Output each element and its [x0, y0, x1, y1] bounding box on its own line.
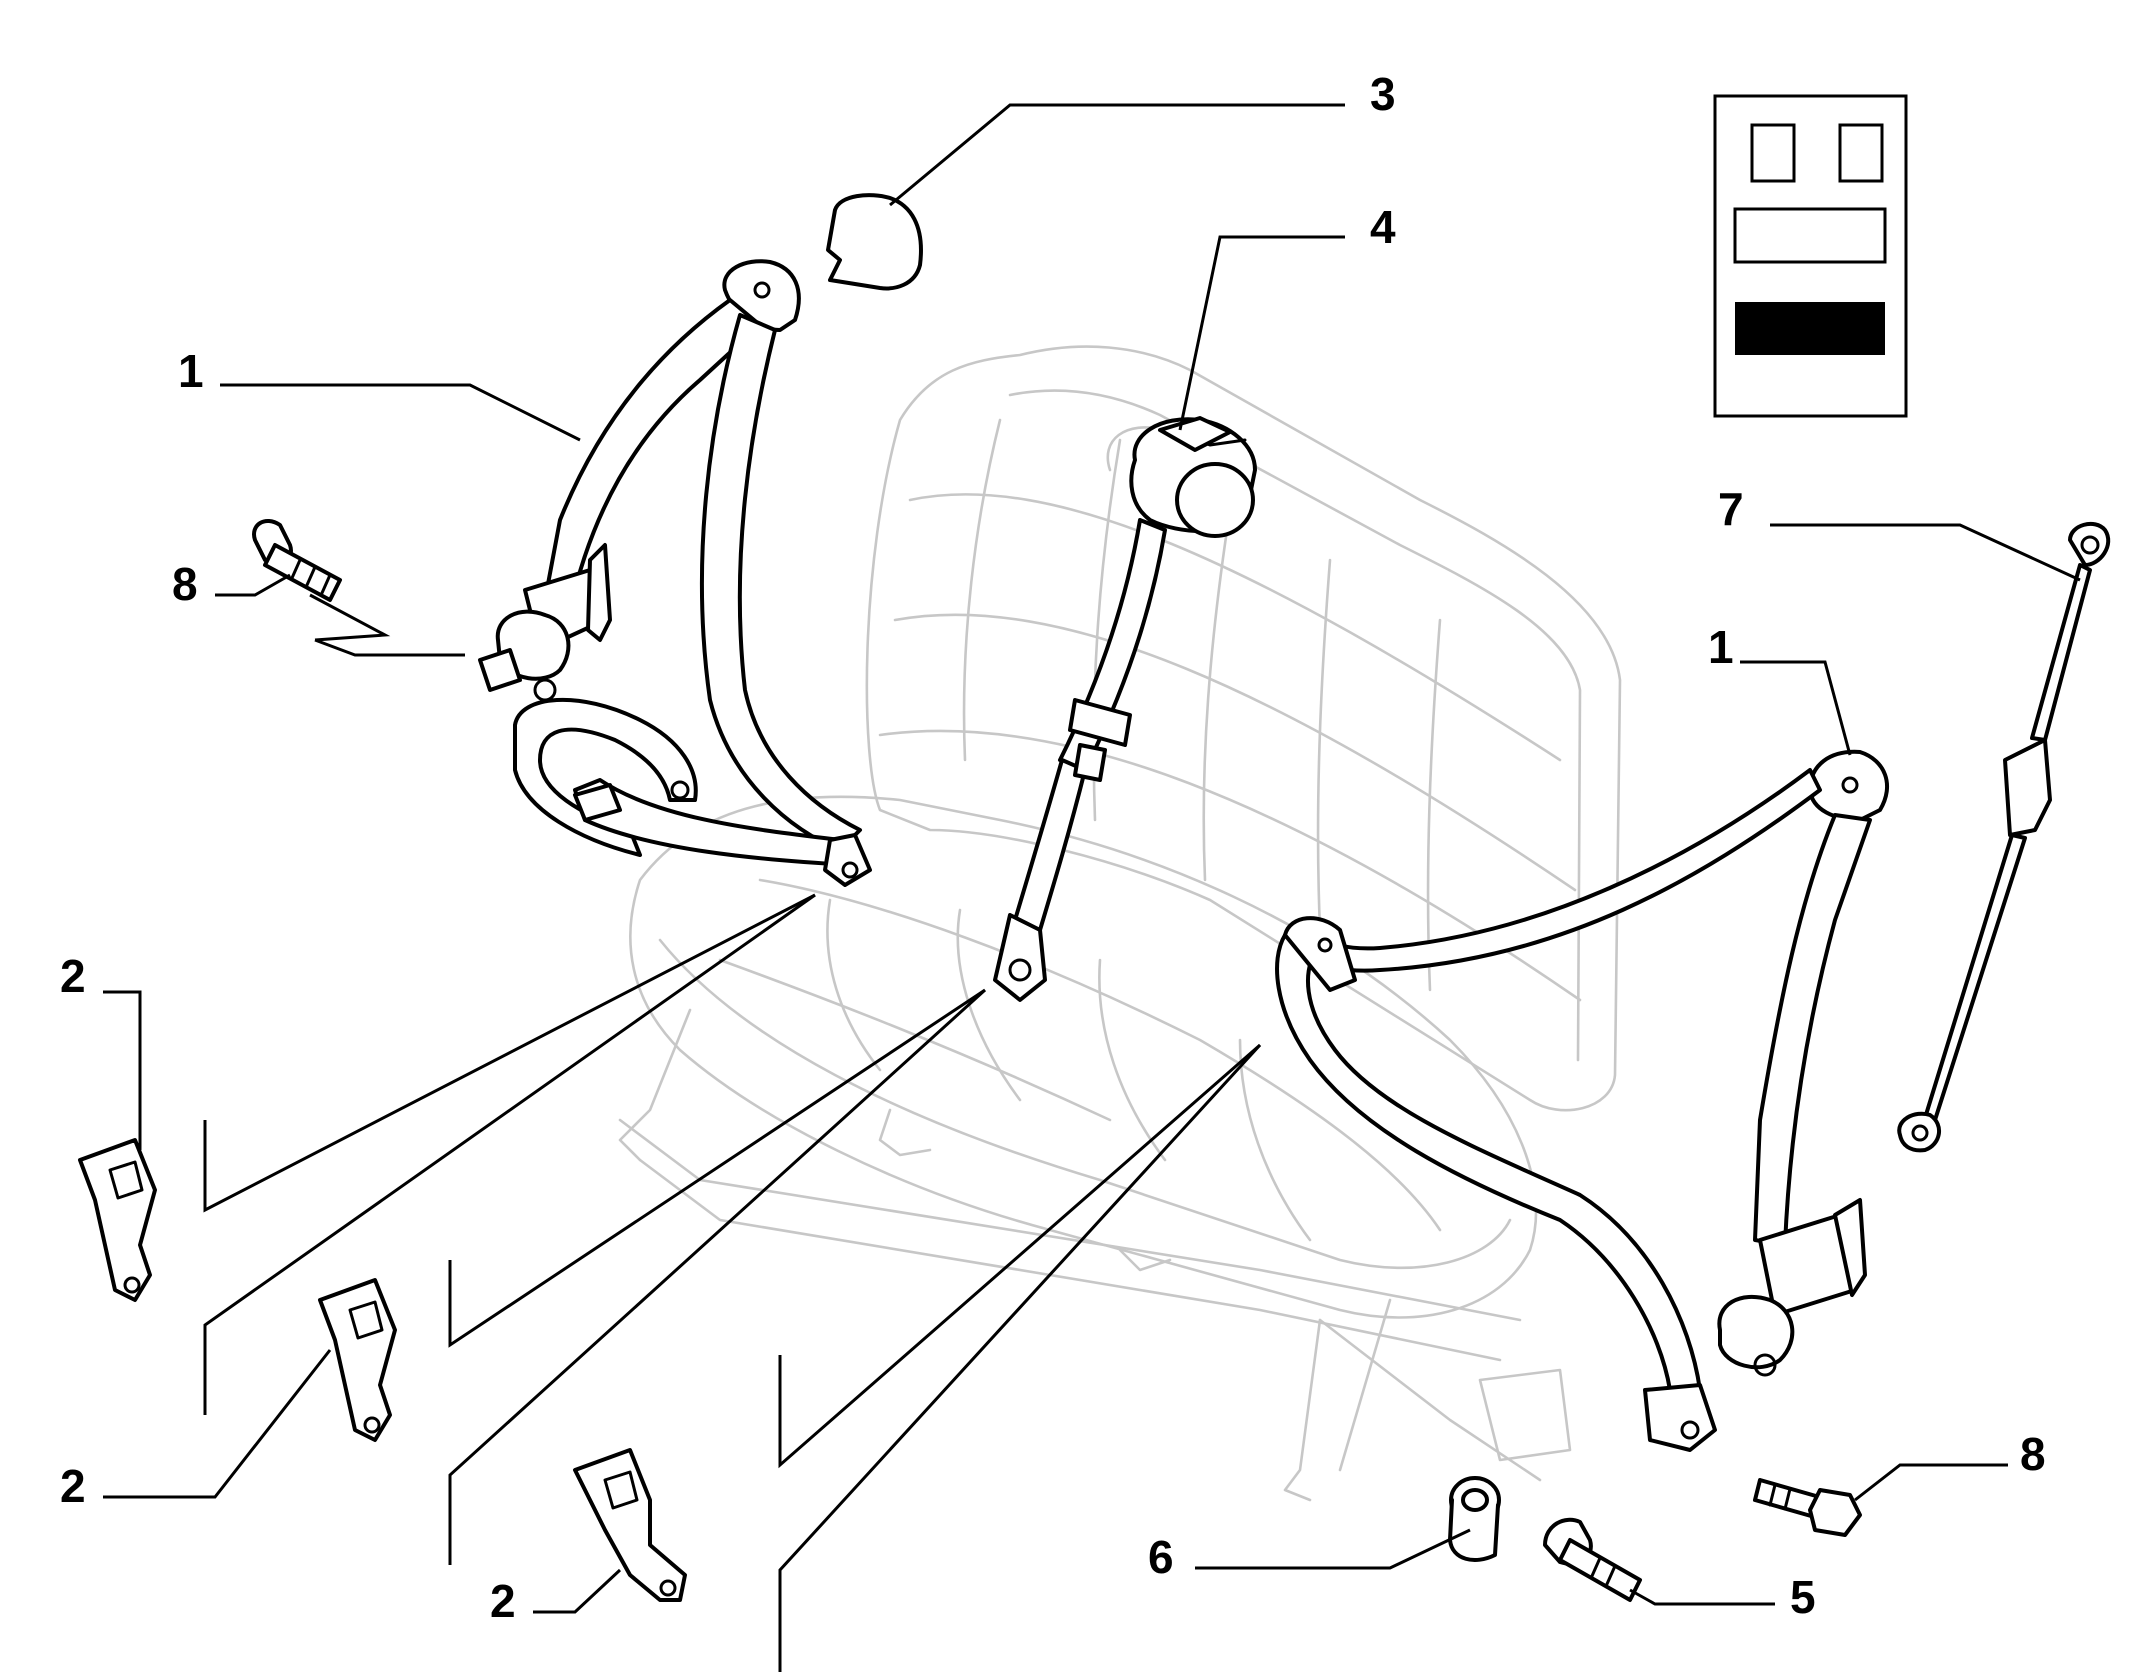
anchor-rod-part-7 [1897, 521, 2111, 1153]
callout-8-left: 8 [172, 558, 198, 610]
spacer-part-6 [1448, 1476, 1501, 1562]
anchor-pointer-2 [203, 893, 816, 1415]
anchor-pointer-6 [778, 1043, 1262, 1672]
buckle-part-b [318, 1278, 397, 1442]
anchor-pointer-4 [448, 988, 987, 1565]
trim-cover-part [826, 193, 923, 291]
leader-8-left [215, 573, 291, 597]
callout-1-left: 1 [178, 345, 204, 397]
bolt-part-right [1753, 1478, 1862, 1537]
callout-numbers: 1 1 2 2 2 3 4 5 6 7 8 8 [60, 68, 2046, 1627]
callout-2-middle: 2 [60, 1460, 86, 1512]
callout-6: 6 [1148, 1531, 1174, 1583]
callout-8-right: 8 [2020, 1428, 2046, 1480]
leader-lines [103, 103, 2081, 1672]
leader-8-right [1854, 1463, 2008, 1502]
callout-2-bottom: 2 [490, 1575, 516, 1627]
leader-4 [1178, 235, 1345, 431]
leader-6 [1195, 1528, 1471, 1570]
callout-1-right: 1 [1708, 621, 1734, 673]
legend-filled-bar [1735, 302, 1885, 355]
rear-bench-seat [618, 345, 1622, 1502]
bolt-part-5 [1543, 1517, 1642, 1602]
leader-2-top [103, 990, 142, 1150]
leader-7 [1770, 523, 2081, 582]
leader-1-right [1740, 660, 1852, 756]
callout-7: 7 [1718, 483, 1744, 535]
bolt-part-left [252, 519, 342, 602]
leader-2-bottom [533, 1568, 622, 1614]
center-seat-belt-assembly [993, 416, 1257, 1002]
left-seat-belt-assembly [478, 259, 872, 887]
callout-5: 5 [1790, 1571, 1816, 1623]
leader-5 [1629, 1588, 1775, 1606]
leader-8-left-mark [309, 593, 391, 642]
anchor-pointer-1 [203, 893, 816, 1213]
right-seat-belt-assembly [1275, 749, 1890, 1452]
buckle-part-a [78, 1138, 157, 1302]
buckle-part-c [573, 1448, 687, 1602]
vehicle-version-legend-icon [1713, 94, 1908, 418]
callout-3: 3 [1370, 68, 1396, 120]
anchor-pointer-3 [448, 988, 986, 1348]
leader-2-middle [103, 1349, 332, 1499]
callout-4: 4 [1370, 201, 1396, 253]
leader-8-left-mark-2 [314, 638, 465, 657]
anchor-pointer-5 [778, 1043, 1261, 1469]
callout-2-top: 2 [60, 950, 86, 1002]
leader-3 [889, 103, 1345, 207]
leader-1-left [220, 383, 581, 442]
